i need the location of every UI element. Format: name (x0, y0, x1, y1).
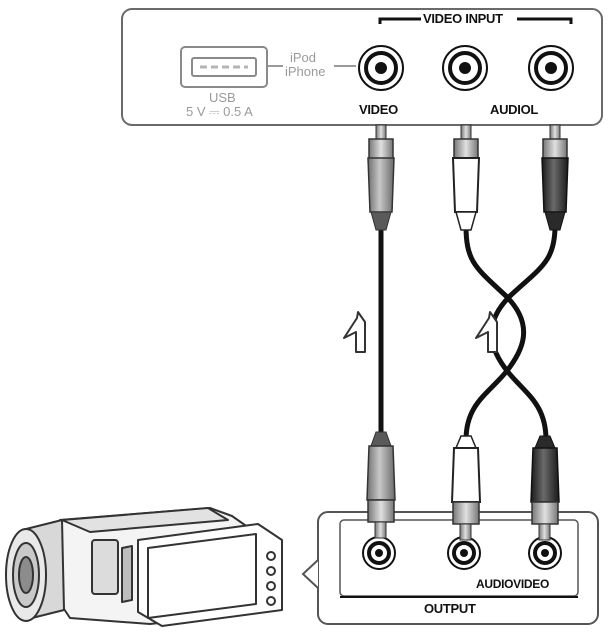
rca-jack-icon[interactable] (528, 45, 574, 91)
arrow-up-icon (475, 311, 498, 353)
audio-channel-label: L (530, 102, 539, 117)
audio-label-text: AUDIO (490, 102, 531, 117)
rca-plug-icon (530, 435, 560, 541)
camcorder-icon (5, 507, 283, 627)
device-panel (301, 511, 599, 625)
usb-label: USB (209, 90, 236, 105)
iphone-label: iPhone (285, 64, 326, 79)
audio-jack-label: AUDIOL (490, 102, 538, 117)
rca-plug-icon (541, 124, 569, 231)
rca-jack-icon[interactable] (358, 45, 404, 91)
output-jack-labels: AUDIOVIDEO (476, 577, 550, 591)
ipod-label: iPod (290, 50, 317, 65)
rca-jack-icon[interactable] (528, 536, 562, 570)
rca-jack-icon[interactable] (362, 536, 396, 570)
video-input-bracket (378, 17, 573, 24)
usb-rating: 5 V ⎓ 0.5 A (186, 104, 253, 119)
rca-plug-icon (450, 435, 482, 541)
rca-jack-icon[interactable] (442, 45, 488, 91)
video-input-header: VIDEO INPUT (423, 11, 503, 26)
output-label: OUTPUT (424, 601, 476, 616)
receiver-panel (121, 8, 603, 126)
arrow-up-icon (343, 311, 366, 353)
rca-plug-icon (366, 431, 396, 539)
usb-port-icon[interactable] (180, 46, 268, 88)
rca-plug-icon (451, 124, 481, 231)
video-jack-label: VIDEO (359, 102, 398, 117)
rca-plug-icon (367, 124, 395, 231)
rca-jack-icon[interactable] (447, 536, 481, 570)
